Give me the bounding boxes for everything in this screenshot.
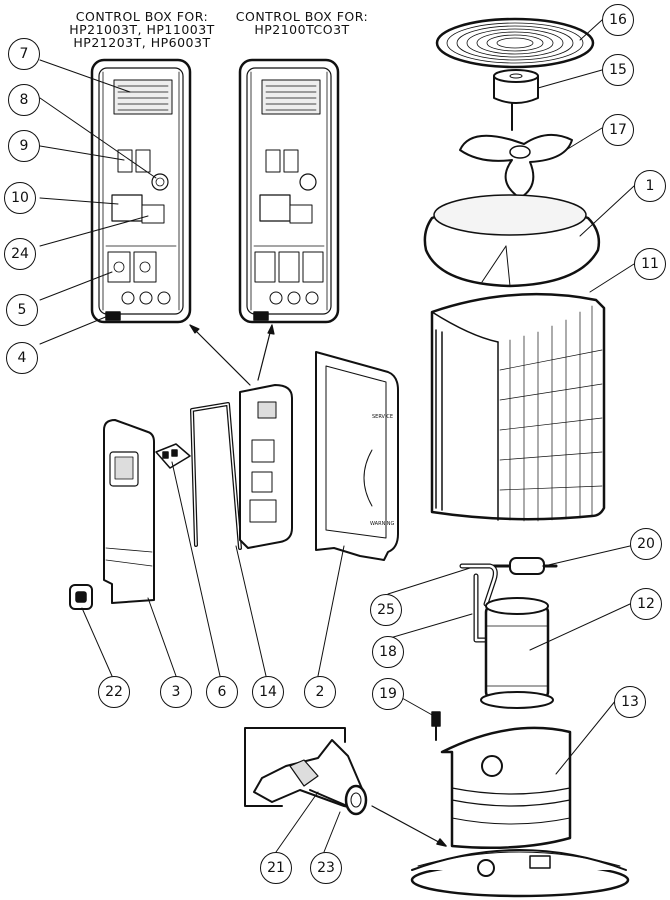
callout-20: 20 (630, 528, 662, 560)
compressor-12 (480, 597, 554, 709)
callout-1: 1 (634, 170, 666, 202)
callout-23: 23 (310, 852, 342, 884)
caption-right-header: CONTROL BOX FOR: (235, 9, 369, 24)
front-cover-2: SERVICE WARNING (315, 351, 399, 561)
callout-16: 16 (602, 4, 634, 36)
part-6 (155, 443, 191, 469)
control-box-left (90, 58, 192, 324)
callout-6: 6 (206, 676, 238, 708)
caption-left-header: CONTROL BOX FOR: (75, 9, 209, 24)
callout-7: 7 (8, 38, 40, 70)
callout-25: 25 (370, 594, 402, 626)
filter-drier-20 (492, 557, 558, 575)
callout-19: 19 (372, 678, 404, 710)
mounted-control-box (239, 384, 293, 549)
caption-right-models: HP2100TCO3T (254, 22, 350, 37)
callout-5: 5 (6, 294, 38, 326)
callout-12: 12 (630, 588, 662, 620)
callout-18: 18 (372, 636, 404, 668)
callout-13: 13 (614, 686, 646, 718)
callout-11: 11 (634, 248, 666, 280)
callout-21: 21 (260, 852, 292, 884)
caption-left-models-2: HP21203T, HP6003T (73, 35, 211, 50)
callout-17: 17 (602, 114, 634, 146)
fan-blade-17 (459, 133, 573, 199)
top-cover-1 (423, 194, 601, 288)
valve-19 (431, 711, 441, 741)
callout-9: 9 (8, 130, 40, 162)
callout-8: 8 (8, 84, 40, 116)
evaporator-coil-11 (430, 292, 606, 522)
inset-detail (244, 727, 447, 847)
callout-2: 2 (304, 676, 336, 708)
door-panel (103, 419, 155, 604)
fan-guard-16 (435, 17, 595, 69)
caption-right-box: CONTROL BOX FOR: HP2100TCO3T (222, 10, 382, 36)
gasket-14 (190, 402, 242, 550)
caption-left-models-1: HP21003T, HP11003T (69, 22, 215, 37)
svg-text:SERVICE: SERVICE (372, 414, 393, 420)
leader-lines (39, 19, 635, 853)
callout-15: 15 (602, 54, 634, 86)
control-box-right (238, 58, 340, 324)
base-assembly-13 (410, 726, 630, 898)
callout-3: 3 (160, 676, 192, 708)
callout-22: 22 (98, 676, 130, 708)
callout-24: 24 (4, 238, 36, 270)
caption-left-box: CONTROL BOX FOR: HP21003T, HP11003T HP21… (62, 10, 222, 49)
part-22 (69, 584, 93, 610)
svg-text:WARNING: WARNING (370, 521, 395, 527)
fan-motor-15 (493, 69, 539, 131)
callout-14: 14 (252, 676, 284, 708)
control-box-arrows (189, 324, 275, 386)
callout-4: 4 (6, 342, 38, 374)
callout-10: 10 (4, 182, 36, 214)
